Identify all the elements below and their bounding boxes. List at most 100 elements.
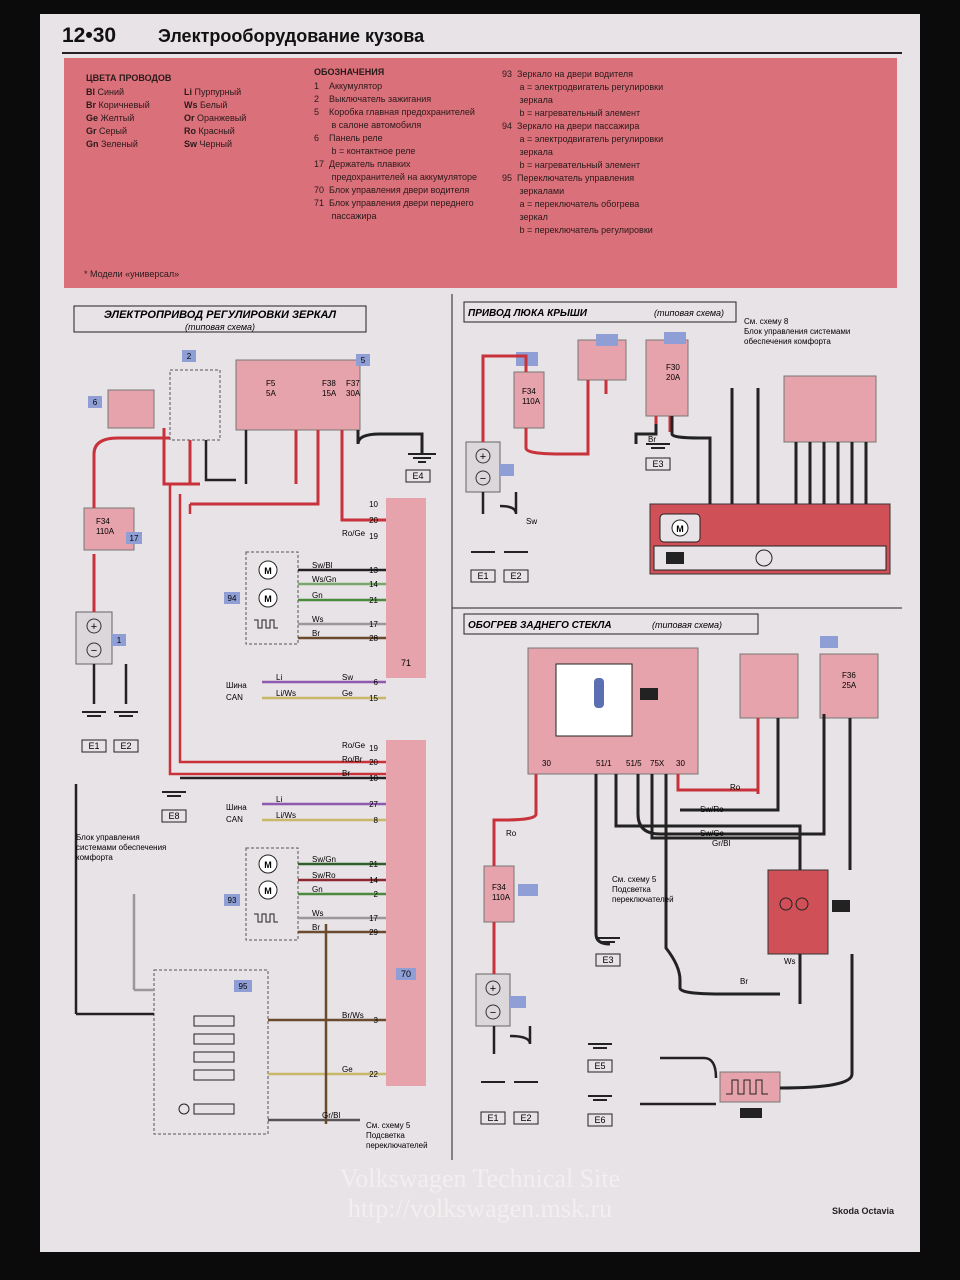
svg-text:ПРИВОД ЛЮКА КРЫШИ: ПРИВОД ЛЮКА КРЫШИ (468, 308, 588, 319)
svg-text:См. схему 8: См. схему 8 (744, 317, 789, 326)
mirror-94-motor-icon (258, 560, 278, 580)
rear-heater-icon (726, 1079, 768, 1095)
pin-number: 20 (369, 516, 378, 525)
relay-6-box (107, 389, 155, 429)
manual-page: 12•30 Электрооборудование кузова ЦВЕТА П… (40, 14, 920, 1252)
page-number: 12•30 (62, 24, 117, 47)
wire-color-label: Ro/Ge (342, 529, 366, 538)
fuse-holder-17 (83, 507, 135, 551)
wire-color-label: Ws (312, 615, 324, 624)
tag-94 (224, 592, 240, 604)
svg-text:5: 5 (361, 356, 366, 365)
wire-color-label: Br (740, 977, 748, 986)
rear-lamp-icon-1 (779, 897, 793, 911)
wire-color-entry: Li Пурпурный (184, 87, 242, 97)
designation-entry: 94 Зеркало на двери пассажира (502, 121, 640, 131)
designation-entry: 95 Переключатель управления (502, 173, 635, 183)
pin-number: 51/5 (626, 759, 642, 768)
page-header: 12•30 Электрооборудование кузова (62, 24, 902, 54)
mirror-93-motor-icon (258, 854, 278, 874)
designations-list-2: 93 Зеркало на двери водителя a = электро… (502, 68, 663, 237)
svg-text:E2: E2 (510, 571, 521, 581)
see-scheme5-rear-a: См. схему 5 (612, 875, 657, 884)
sunroof-fuse (513, 371, 545, 429)
designation-entry: 6 Панель реле (314, 133, 383, 143)
svg-text:обеспечения комфорта: обеспечения комфорта (744, 337, 831, 346)
wire-color-label: Ge (342, 689, 353, 698)
rear-switch-box (739, 653, 799, 719)
ground-e6: E6 (587, 1095, 613, 1127)
wire-color-entry: Or Оранжевый (184, 113, 247, 123)
pin-number: 20 (369, 758, 378, 767)
ground-e1-left: E1 (81, 711, 107, 753)
svg-text:30A: 30A (346, 389, 361, 398)
svg-text:F36: F36 (842, 671, 856, 680)
pin-number: 8 (374, 816, 379, 825)
wire-color-label: Br (312, 923, 320, 932)
svg-text:CAN: CAN (226, 815, 243, 824)
svg-text:E6: E6 (594, 1115, 605, 1125)
designation-entry: a = переключатель обогрева (502, 199, 640, 209)
wiring-diagram: ЭЛЕКТРОПРИВОД РЕГУЛИРОВКИ ЗЕРКАЛ (типова… (73, 294, 902, 1160)
svg-text:Шина: Шина (226, 681, 247, 690)
wire-color-label: Ws/Gn (312, 575, 336, 584)
tag-70 (396, 968, 416, 980)
pin-number: 19 (369, 744, 378, 753)
pin-number: 15 (369, 694, 378, 703)
pin-number: 27 (369, 800, 378, 809)
rear-fuse (483, 865, 515, 923)
watermark-line1: Volkswagen Technical Site (339, 1164, 621, 1193)
svg-text:F37: F37 (346, 379, 360, 388)
wire-color-label: Gr/Bl (712, 839, 730, 848)
svg-text:(типовая схема): (типовая схема) (652, 620, 722, 630)
wire-color-label: Li (276, 795, 282, 804)
wire-color-label: Sw/Ro (700, 805, 724, 814)
ground-e5: E5 (587, 1043, 613, 1073)
pin-number: 10 (369, 500, 378, 509)
wire-color-entry: Bl Синий (86, 87, 125, 97)
label-71: 71 (401, 658, 411, 668)
wire-color-label: Ro/Br (342, 755, 363, 764)
legend-note: * Модели «универсал» (84, 269, 180, 279)
designation-entry: 5 Коробка главная предохранителей (314, 107, 475, 117)
mirror-94-heater-icon (254, 619, 278, 629)
battery-1 (75, 611, 113, 665)
svg-text:2: 2 (187, 352, 192, 361)
designation-entry: предохранителей на аккумуляторе (314, 172, 477, 182)
pin-number: 19 (369, 532, 378, 541)
ground-e8: E8 (161, 791, 187, 823)
wire-color-entry: Gn Зеленый (86, 139, 138, 149)
wire-color-label: Sw (526, 517, 537, 526)
mirrors-title-box: ЭЛЕКТРОПРИВОД РЕГУЛИРОВКИ ЗЕРКАЛ (типова… (73, 305, 367, 333)
mirror-wires (74, 568, 386, 1124)
designation-entry: пассажира (314, 211, 377, 221)
designation-entry: 17 Держатель плавких (314, 159, 411, 169)
ground-e4: E4 (405, 453, 436, 483)
see-scheme5-left-a: См. схему 5 (366, 1121, 411, 1130)
wire-color-label: Li/Ws (276, 689, 296, 698)
svg-text:5A: 5A (266, 389, 276, 398)
wire-color-entry: Ws Белый (184, 100, 228, 110)
svg-text:1: 1 (117, 636, 122, 645)
sunroof-relay (577, 339, 627, 381)
rear-lamp-icon-2 (795, 897, 809, 911)
wire-color-entry: Sw Черный (184, 139, 232, 149)
switch-lamp-icon (178, 1103, 190, 1115)
designation-entry: 93 Зеркало на двери водителя (502, 69, 634, 79)
wire-color-label: Gn (312, 885, 323, 894)
svg-text:E8: E8 (168, 811, 179, 821)
wire-color-label: Gn (312, 591, 323, 600)
see-scheme5-rear-b: Подсветка (612, 885, 651, 894)
wire-color-label: Ge (342, 1065, 353, 1074)
ground-e3-sunroof: E3 (645, 443, 671, 471)
svg-text:−: − (490, 1007, 496, 1019)
wire-color-label: Li (276, 673, 282, 682)
connector-71 (386, 498, 426, 678)
pin-labels: Sw/Bl13Ws/Gn14Gn21Ws17Br28Sw/Gn21Sw/Ro14… (276, 435, 796, 1120)
wire-color-label: Gr/Bl (322, 1111, 340, 1120)
battery-ground-wires (92, 664, 128, 704)
wire-color-label: Sw/Gn (312, 855, 336, 864)
pin-number: 75X (650, 759, 665, 768)
svg-text:+: + (91, 621, 97, 633)
